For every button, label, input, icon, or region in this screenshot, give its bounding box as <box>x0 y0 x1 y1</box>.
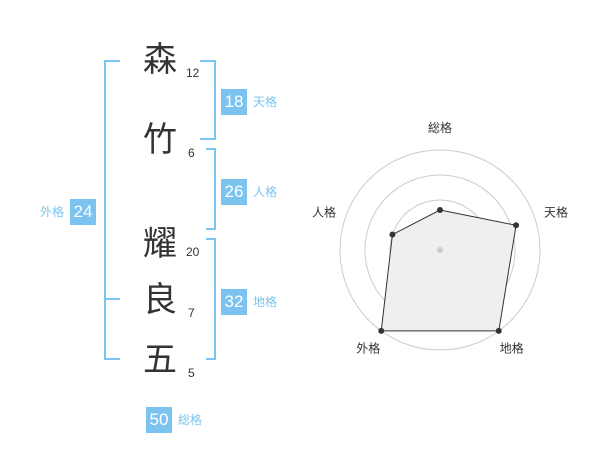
stroke-count-2: 6 <box>188 146 195 160</box>
radar-point-1 <box>513 222 520 229</box>
jinkaku-value: 26 <box>221 179 247 205</box>
stroke-count-1: 12 <box>186 66 200 80</box>
radar-axis-label-3: 外格 <box>356 341 380 356</box>
soukaku-score: 50 総格 <box>146 407 202 433</box>
chikaku-label: 地格 <box>253 295 278 309</box>
chikaku-bracket-bottom <box>206 358 216 360</box>
gaikaku-bracket-bottom <box>104 358 120 360</box>
radar-axis-label-2: 地格 <box>500 341 524 356</box>
stroke-count-4: 7 <box>188 306 195 320</box>
chikaku-score: 32 地格 <box>221 289 277 315</box>
radar-point-0 <box>437 207 443 213</box>
jinkaku-bracket-bottom <box>206 228 216 230</box>
soukaku-label: 総格 <box>178 413 203 427</box>
gaikaku-label: 外格 <box>40 205 65 219</box>
chikaku-bracket-top <box>206 238 216 240</box>
jinkaku-label: 人格 <box>253 185 278 199</box>
radar-point-2 <box>495 327 502 334</box>
stroke-count-3: 20 <box>186 245 200 259</box>
chikaku-value: 32 <box>221 289 247 315</box>
gaikaku-score: 外格 24 <box>40 199 97 225</box>
name-char-2: 竹 <box>143 120 177 160</box>
name-char-4: 良 <box>143 280 177 320</box>
tenkaku-label: 天格 <box>253 95 278 109</box>
radar-axis-label-0: 総格 <box>428 120 452 135</box>
gaikaku-value: 24 <box>70 199 97 225</box>
jinkaku-score: 26 人格 <box>221 179 277 205</box>
radar-axis-label-4: 人格 <box>312 204 336 219</box>
chikaku-bracket-vertical <box>214 238 216 360</box>
name-char-5: 五 <box>143 340 177 380</box>
soukaku-value: 50 <box>146 407 172 433</box>
name-char-1: 森 <box>143 40 177 80</box>
tenkaku-score: 18 天格 <box>221 89 277 115</box>
radar-ring-4 <box>339 149 541 351</box>
gaikaku-bracket-middle <box>104 298 120 300</box>
radar-points <box>378 207 520 334</box>
gaikaku-bracket-vertical <box>104 60 106 360</box>
radar-point-4 <box>389 231 396 238</box>
tenkaku-bracket-bottom <box>200 138 216 140</box>
jinkaku-bracket-vertical <box>214 148 216 230</box>
radar-area <box>380 209 517 332</box>
jinkaku-bracket-top <box>206 148 216 150</box>
gaikaku-bracket-top <box>104 60 120 62</box>
tenkaku-value: 18 <box>221 89 247 115</box>
tenkaku-bracket-top <box>200 60 216 62</box>
tenkaku-bracket-vertical <box>214 60 216 140</box>
name-char-3: 耀 <box>143 224 177 264</box>
radar-axis-label-1: 天格 <box>544 204 568 219</box>
radar-point-3 <box>378 327 385 334</box>
stroke-count-5: 5 <box>188 366 195 380</box>
radar-center-dot <box>437 247 443 253</box>
